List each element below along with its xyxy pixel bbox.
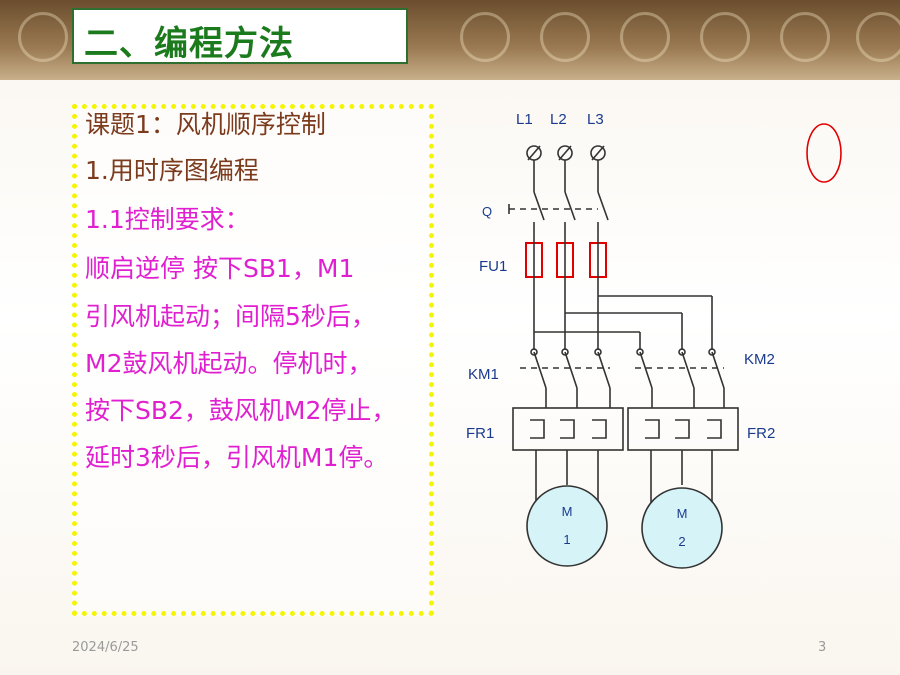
fuse-label: FU1 [479, 258, 507, 275]
ornament-icon [460, 12, 510, 62]
text-line: 课题1：风机顺序控制 [85, 110, 326, 139]
title-box: 二、编程方法 [72, 8, 408, 64]
motor-m1 [526, 485, 608, 567]
motor1-label-top: M [562, 504, 573, 519]
text-line: M2鼓风机起动。停机时， [85, 349, 373, 378]
fr1-label: FR1 [466, 425, 494, 442]
switch-label: Q [482, 204, 492, 219]
contactor-km1 [520, 348, 611, 389]
thermal-relay-fr2 [627, 407, 739, 451]
ornament-icon [18, 12, 68, 62]
phase-label-l3: L3 [587, 111, 604, 128]
km1-label: KM1 [468, 366, 499, 383]
ornament-icon [780, 12, 830, 62]
thermal-relay-fr1 [512, 407, 624, 451]
motor2-label-top: M [677, 506, 688, 521]
ornament-icon [620, 12, 670, 62]
motor2-label-bottom: 2 [678, 534, 685, 549]
text-line: 延时3秒后，引风机M1停。 [85, 443, 389, 472]
contactor-km2 [635, 348, 725, 389]
text-line: 按下SB2，鼓风机M2停止， [85, 396, 397, 425]
annotation-ellipse [806, 123, 842, 183]
ornament-icon [540, 12, 590, 62]
fuse-fu1 [525, 242, 607, 278]
fr2-label: FR2 [747, 425, 775, 442]
phase-label-l2: L2 [550, 111, 567, 128]
switch-q [508, 191, 609, 221]
requirements-text-box: 课题1：风机顺序控制 1.用时序图编程 1.1控制要求： 顺启逆停 按下SB1，… [72, 104, 434, 616]
km2-label: KM2 [744, 351, 775, 368]
page-number: 3 [818, 640, 827, 655]
footer-date: 2024/6/25 [72, 640, 139, 655]
page-title: 二、编程方法 [84, 24, 294, 64]
ornament-icon [700, 12, 750, 62]
phase-label-l1: L1 [516, 111, 533, 128]
text-line: 顺启逆停 按下SB1，M1 [85, 254, 355, 283]
motor-m2 [641, 487, 723, 569]
text-line: 1.1控制要求： [85, 205, 250, 234]
text-line: 1.用时序图编程 [85, 156, 259, 185]
motor1-label-bottom: 1 [563, 532, 570, 547]
text-line: 引风机起动；间隔5秒后， [85, 302, 376, 331]
ornament-icon [856, 12, 900, 62]
